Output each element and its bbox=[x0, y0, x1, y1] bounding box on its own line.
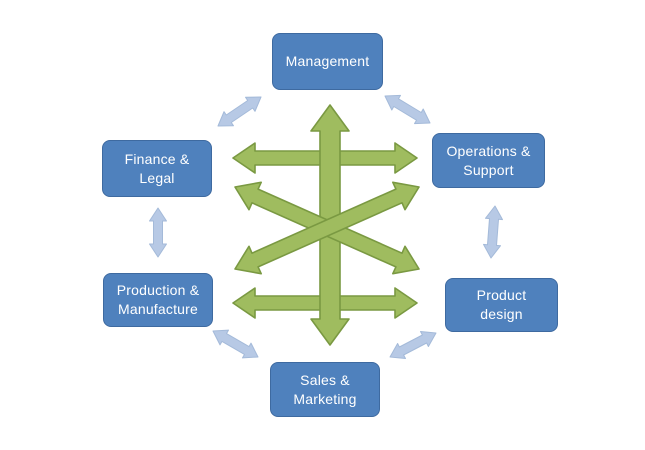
node-production-manufacture: Production & Manufacture bbox=[103, 273, 213, 327]
green-arrow-operations-production bbox=[234, 181, 420, 275]
blue-arrow-production-finance bbox=[149, 207, 167, 258]
blue-arrow-sales-production bbox=[212, 329, 259, 359]
node-finance-legal: Finance & Legal bbox=[102, 140, 212, 197]
node-label-sales-marketing: Sales & Marketing bbox=[293, 371, 357, 407]
node-label-operations-support: Operations & Support bbox=[446, 142, 531, 178]
node-label-product-design: Product design bbox=[476, 287, 527, 322]
node-label-production-manufacture: Production & Manufacture bbox=[116, 282, 200, 317]
blue-arrow-management-operations bbox=[384, 94, 431, 125]
blue-arrow-product-sales bbox=[389, 331, 437, 359]
blue-arrow-operations-product bbox=[483, 205, 503, 259]
node-label-finance-legal: Finance & Legal bbox=[124, 150, 190, 186]
blue-arrow-management-finance bbox=[217, 96, 262, 127]
node-label-management: Management bbox=[285, 53, 370, 69]
node-sales-marketing: Sales & Marketing bbox=[270, 362, 380, 417]
node-operations-support: Operations & Support bbox=[432, 133, 545, 188]
node-product-design: Product design bbox=[445, 278, 558, 332]
node-management: Management bbox=[272, 33, 383, 90]
